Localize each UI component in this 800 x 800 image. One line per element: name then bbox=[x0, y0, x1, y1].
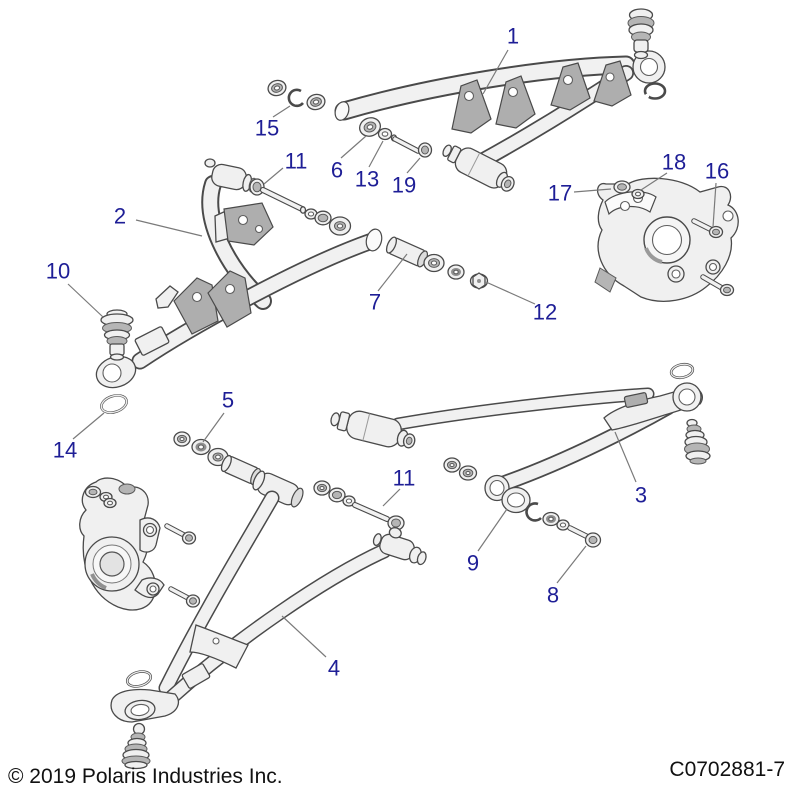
steering-knuckle-left bbox=[79, 477, 201, 611]
leader-line-15 bbox=[272, 105, 291, 118]
leader-line-13 bbox=[368, 140, 384, 168]
leader-line-12 bbox=[485, 281, 536, 305]
callout-7: 7 bbox=[369, 290, 381, 315]
knuckle-bolt-upper bbox=[164, 523, 197, 545]
washer-13 bbox=[377, 127, 393, 141]
leader-line-11 bbox=[263, 167, 284, 185]
callout-4: 4 bbox=[328, 656, 340, 681]
callout-13: 13 bbox=[355, 167, 379, 192]
nut-on-knuckle bbox=[84, 485, 102, 499]
o-ring-arm4 bbox=[125, 670, 153, 688]
leader-line-17 bbox=[573, 188, 612, 193]
arm4-right-joint bbox=[372, 527, 427, 566]
pivot-bolt-11-upper-hardware bbox=[249, 178, 352, 236]
snap-ring-below-eye bbox=[643, 82, 667, 100]
callout-5: 5 bbox=[222, 388, 234, 413]
flange-bushing-6 bbox=[359, 117, 381, 137]
snap-ring-15 bbox=[287, 88, 304, 108]
arm1-pivot-hardware bbox=[359, 117, 433, 158]
lower-a-arm-right bbox=[330, 362, 711, 502]
leader-line-1 bbox=[482, 49, 509, 95]
leader-line-4 bbox=[281, 615, 327, 658]
arm4-cross-tube bbox=[252, 470, 304, 508]
pivot-bolt-11-lower-hardware bbox=[313, 480, 405, 531]
upper-a-arm-left bbox=[95, 158, 383, 389]
callout-8: 8 bbox=[547, 583, 559, 608]
leader-line-11 bbox=[382, 488, 401, 507]
o-ring-14 bbox=[100, 394, 128, 414]
arm1-pivot-barrel bbox=[442, 144, 515, 192]
copyright-text: © 2019 Polaris Industries Inc. bbox=[8, 765, 283, 788]
ball-joint-10 bbox=[100, 309, 134, 361]
callout-3: 3 bbox=[635, 483, 647, 508]
leader-line-19 bbox=[406, 157, 421, 174]
callout-14: 14 bbox=[53, 438, 77, 463]
bolt-8 bbox=[567, 525, 602, 548]
bolt-19 bbox=[390, 134, 433, 158]
leader-line-3 bbox=[614, 431, 637, 483]
ball-joint-arm3 bbox=[684, 418, 711, 465]
ball-joint-arm4 bbox=[121, 722, 151, 770]
callout-17: 17 bbox=[548, 181, 572, 206]
nut-12 bbox=[469, 272, 489, 290]
leader-line-18 bbox=[640, 172, 668, 191]
callout-19: 19 bbox=[392, 173, 416, 198]
callout-12: 12 bbox=[533, 300, 557, 325]
washer-18 bbox=[631, 188, 645, 200]
upper-ball-joint-right bbox=[627, 8, 655, 60]
arm3-pivot-barrel bbox=[330, 410, 416, 449]
bushing-9-and-bolt-8-hardware bbox=[501, 486, 602, 548]
nut-17 bbox=[613, 180, 631, 194]
flange-bushing-pair bbox=[443, 457, 478, 481]
callout-15: 15 bbox=[255, 116, 279, 141]
callout-leader-lines bbox=[67, 49, 717, 658]
leader-line-10 bbox=[67, 283, 104, 318]
knuckle-bolt-lower bbox=[168, 586, 201, 608]
callout-10: 10 bbox=[46, 259, 70, 284]
pivot-bushings-and-snap-ring-15 bbox=[267, 79, 326, 111]
leader-line-16 bbox=[712, 182, 717, 228]
leader-line-9 bbox=[477, 508, 508, 552]
leader-line-2 bbox=[135, 219, 203, 237]
leader-line-14 bbox=[72, 412, 105, 440]
upper-a-arm-right bbox=[334, 50, 667, 192]
o-ring-arm3 bbox=[669, 362, 695, 380]
snap-ring-arm3 bbox=[525, 502, 542, 522]
leader-line-8 bbox=[556, 545, 587, 584]
leader-line-6 bbox=[340, 135, 367, 159]
callout-16: 16 bbox=[705, 159, 729, 184]
callout-11: 11 bbox=[285, 149, 308, 174]
bolt-16-upper bbox=[691, 218, 724, 239]
callout-9: 9 bbox=[467, 551, 479, 576]
steering-knuckle-right bbox=[594, 177, 739, 302]
callout-2: 2 bbox=[114, 204, 126, 229]
lower-a-arm-left bbox=[110, 470, 427, 770]
callout-18: 18 bbox=[662, 150, 686, 175]
spacer-7 bbox=[385, 236, 429, 268]
callout-6: 6 bbox=[331, 158, 343, 183]
callout-1: 1 bbox=[507, 24, 519, 49]
bolt-16-lower bbox=[700, 274, 735, 297]
bushing-row-5 bbox=[173, 431, 262, 486]
leader-line-5 bbox=[202, 412, 225, 443]
callout-11: 11 bbox=[393, 466, 416, 491]
spacer-7-and-nut-12-hardware bbox=[385, 236, 489, 290]
leader-line-7 bbox=[377, 253, 408, 292]
part-number-text: C0702881-7 bbox=[669, 758, 785, 781]
